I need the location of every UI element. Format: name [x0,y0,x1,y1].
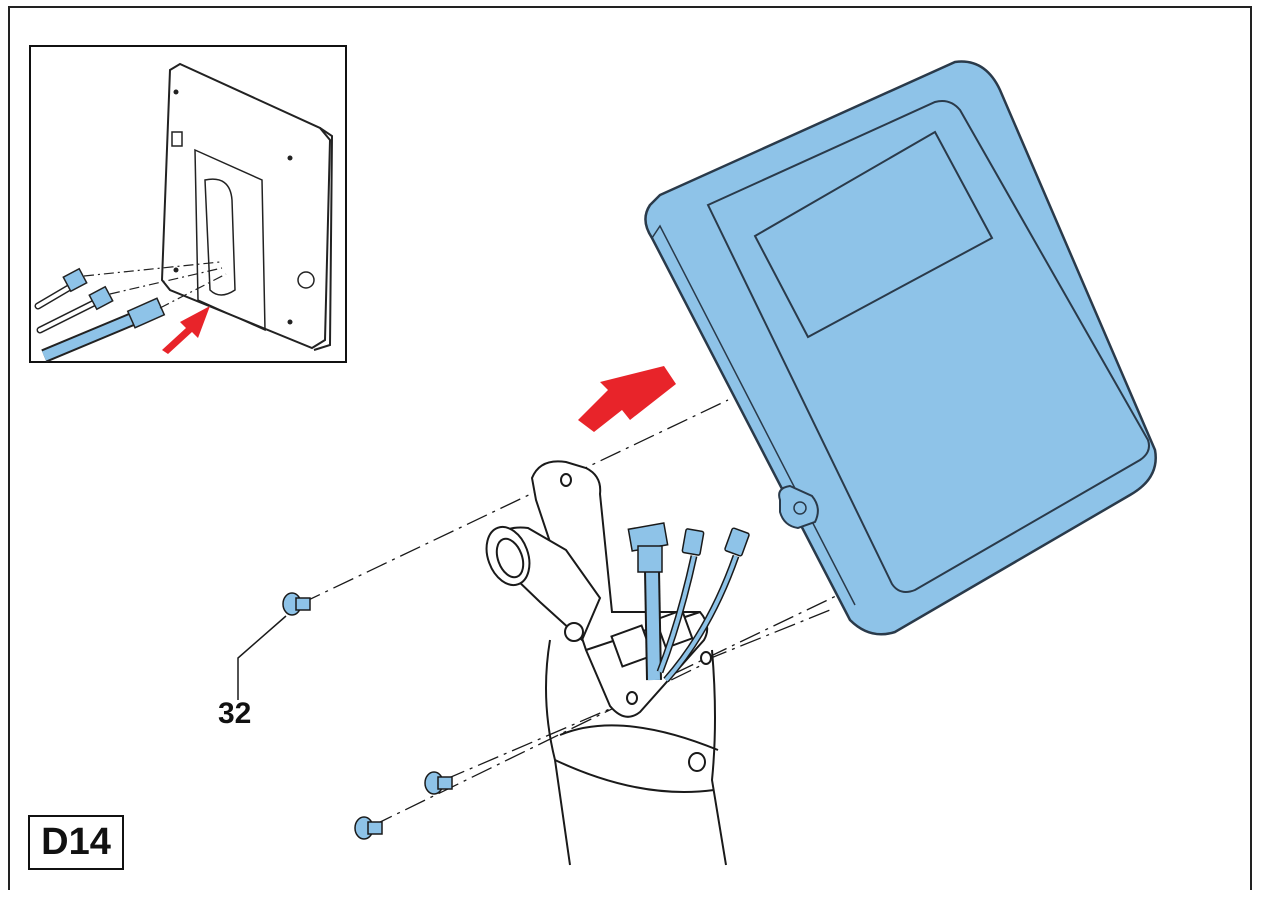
screw-icon [354,816,383,840]
inset-mount-plate [194,148,266,332]
inset-detail-view [29,45,347,363]
inset-connector-1 [62,267,88,293]
console-side-knob [778,484,819,530]
inset-ribbon-connector [126,297,166,329]
callout-leader-line [237,615,287,700]
mast-cables [627,522,750,683]
inset-console-back [160,62,332,350]
screw-icon [424,771,453,795]
display-bezel [706,100,1150,593]
step-label: D14 [28,815,124,870]
connector-icon [637,545,663,573]
part-number-callout: 32 [218,697,252,730]
console-mast [485,460,727,866]
connector-icon [724,527,750,557]
red-arrow-icon [578,366,676,432]
red-arrow-icon [162,306,210,354]
display-console [644,60,1157,636]
screw-icon [282,592,311,616]
connector-icon [681,528,705,556]
inset-connector-2 [88,285,114,311]
display-screen [753,130,994,339]
